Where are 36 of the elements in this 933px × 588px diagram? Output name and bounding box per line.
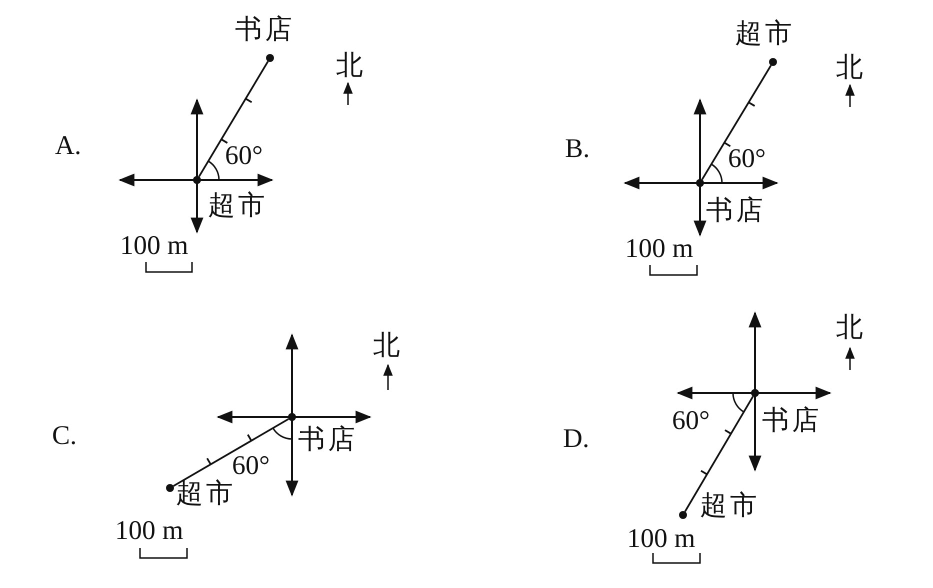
option-letter: D. <box>563 423 590 453</box>
angle-label: 60° <box>225 140 263 170</box>
point-dot <box>266 54 274 62</box>
point-dot <box>193 176 201 184</box>
option-letter: B. <box>565 133 590 163</box>
point-dot <box>679 511 687 519</box>
point-dot <box>769 58 777 66</box>
north-label: 北 <box>836 52 863 82</box>
angle-label: 60° <box>232 450 270 480</box>
angle-label: 60° <box>728 143 766 173</box>
place-label: 书店 <box>235 14 295 44</box>
place-label: 超市 <box>208 190 268 220</box>
scale-label: 100 m <box>627 523 696 553</box>
north-label: 北 <box>336 50 363 80</box>
place-label: 超市 <box>176 478 236 508</box>
point-dot <box>696 179 704 187</box>
north-label: 北 <box>836 312 863 342</box>
distance-segment <box>684 396 754 512</box>
option-letter: C. <box>52 420 77 450</box>
point-dot <box>166 484 174 492</box>
scale-label: 100 m <box>625 233 694 263</box>
angle-label: 60° <box>672 405 710 435</box>
option-letter: A. <box>55 130 82 160</box>
distance-segment <box>198 60 269 178</box>
point-dot <box>288 413 296 421</box>
place-label: 书店 <box>298 424 358 454</box>
place-label: 书店 <box>762 405 822 435</box>
distance-segment <box>172 418 290 487</box>
north-label: 北 <box>373 330 400 360</box>
point-dot <box>751 389 759 397</box>
place-label: 超市 <box>700 490 760 520</box>
place-label: 书店 <box>706 195 766 225</box>
distance-segment <box>701 64 772 180</box>
place-label: 超市 <box>735 18 795 48</box>
scale-label: 100 m <box>120 230 188 260</box>
scale-label: 100 m <box>115 515 184 545</box>
